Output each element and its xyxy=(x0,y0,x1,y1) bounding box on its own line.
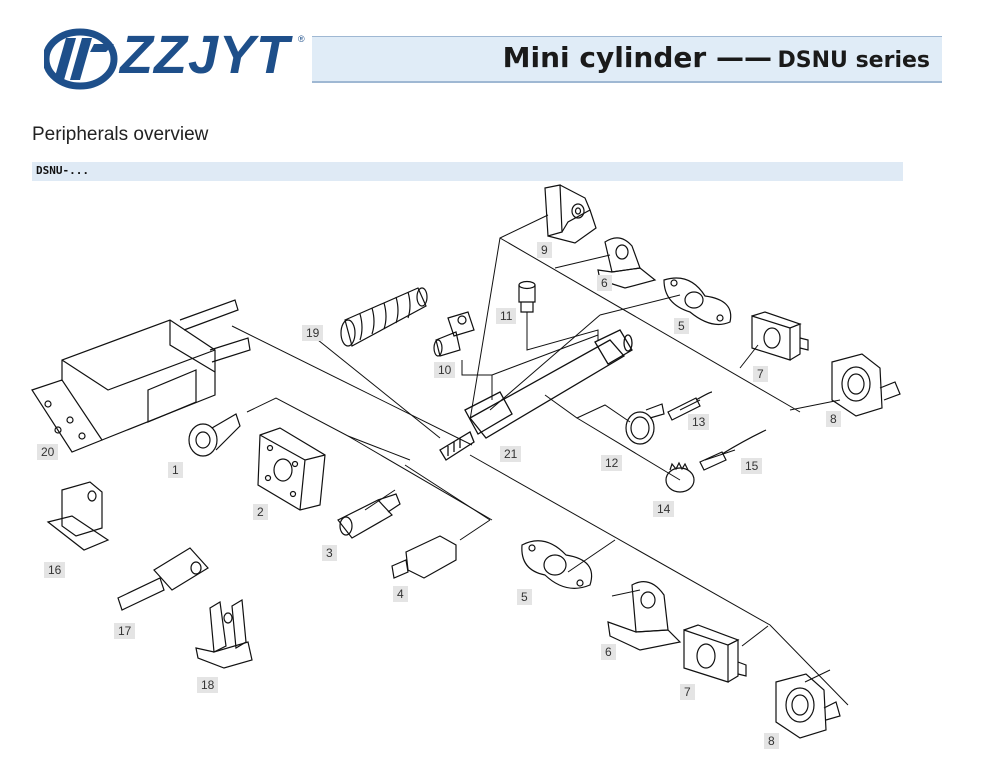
leader-lines xyxy=(231,214,849,706)
part-7-trunnion-block-bottom-icon xyxy=(683,624,747,683)
part-8-pivot-bracket-top-icon xyxy=(831,353,901,417)
part-14-sensor-clamp-icon xyxy=(665,461,695,493)
section-bar: DSNU-... xyxy=(32,162,903,181)
part-17-rod-clevis-long-icon xyxy=(117,547,209,611)
part-9-clevis-bracket-icon xyxy=(544,184,597,244)
section-bar-label: DSNU-... xyxy=(36,164,89,177)
part-11-straight-fitting-icon xyxy=(518,280,536,313)
part-15-slot-sensor-icon xyxy=(699,429,767,471)
part-7-trunnion-block-top-icon xyxy=(751,311,809,361)
part-2-square-flange-icon xyxy=(257,427,326,511)
part-20-guide-unit-icon xyxy=(31,299,251,453)
part-16-rod-clevis-foot-icon xyxy=(46,481,110,551)
part-4-self-aligning-coupling-icon xyxy=(391,535,457,579)
callout-5-top: 5 xyxy=(674,318,689,334)
callout-2: 2 xyxy=(253,504,268,520)
page-title: Mini cylinder —— DSNU series xyxy=(503,41,930,74)
callout-1: 1 xyxy=(168,462,183,478)
part-6-foot-mount-bottom-icon xyxy=(607,581,682,651)
callout-21: 21 xyxy=(500,446,522,462)
title-band: Mini cylinder —— DSNU series xyxy=(312,36,942,83)
callout-8-bottom: 8 xyxy=(764,733,779,749)
title-sub: DSNU series xyxy=(777,48,930,73)
logo-mark-icon xyxy=(44,28,118,90)
callout-6-bottom: 6 xyxy=(601,644,616,660)
callout-6-top: 6 xyxy=(597,275,612,291)
callout-19: 19 xyxy=(302,325,324,341)
brand-name: ZZJYT xyxy=(120,25,291,85)
part-1-rod-eye-icon xyxy=(188,413,241,457)
section-heading: Peripherals overview xyxy=(32,124,209,145)
part-19-bellows-icon xyxy=(340,287,428,347)
callout-8-top: 8 xyxy=(826,411,841,427)
part-13-proximity-sensor-icon xyxy=(667,391,713,421)
callout-7-bottom: 7 xyxy=(680,684,695,700)
part-5-flange-top-icon xyxy=(663,277,732,325)
callout-17: 17 xyxy=(114,623,136,639)
callout-13: 13 xyxy=(688,414,710,430)
callout-10: 10 xyxy=(434,362,456,378)
callout-14: 14 xyxy=(653,501,675,517)
callout-3: 3 xyxy=(322,545,337,561)
callout-11: 11 xyxy=(496,308,517,324)
callout-5-bottom: 5 xyxy=(517,589,532,605)
callout-15: 15 xyxy=(741,458,763,474)
registered-mark: ® xyxy=(298,34,305,44)
callout-4: 4 xyxy=(393,586,408,602)
part-5-flange-bottom-icon xyxy=(521,540,593,589)
callout-18: 18 xyxy=(197,677,219,693)
part-10-elbow-fitting-icon xyxy=(433,311,475,357)
callout-20: 20 xyxy=(37,444,59,460)
part-3-rod-clevis-icon xyxy=(337,493,401,539)
callout-16: 16 xyxy=(44,562,66,578)
part-21-mini-cylinder-icon xyxy=(439,329,633,461)
part-18-clevis-foot-icon xyxy=(195,598,253,669)
callout-12: 12 xyxy=(601,455,623,471)
title-main: Mini cylinder —— xyxy=(502,41,772,74)
part-8-pivot-bracket-bottom-icon xyxy=(775,673,841,739)
callout-9: 9 xyxy=(537,242,552,258)
callout-7-top: 7 xyxy=(753,366,768,382)
part-12-mounting-clamp-icon xyxy=(625,403,665,445)
